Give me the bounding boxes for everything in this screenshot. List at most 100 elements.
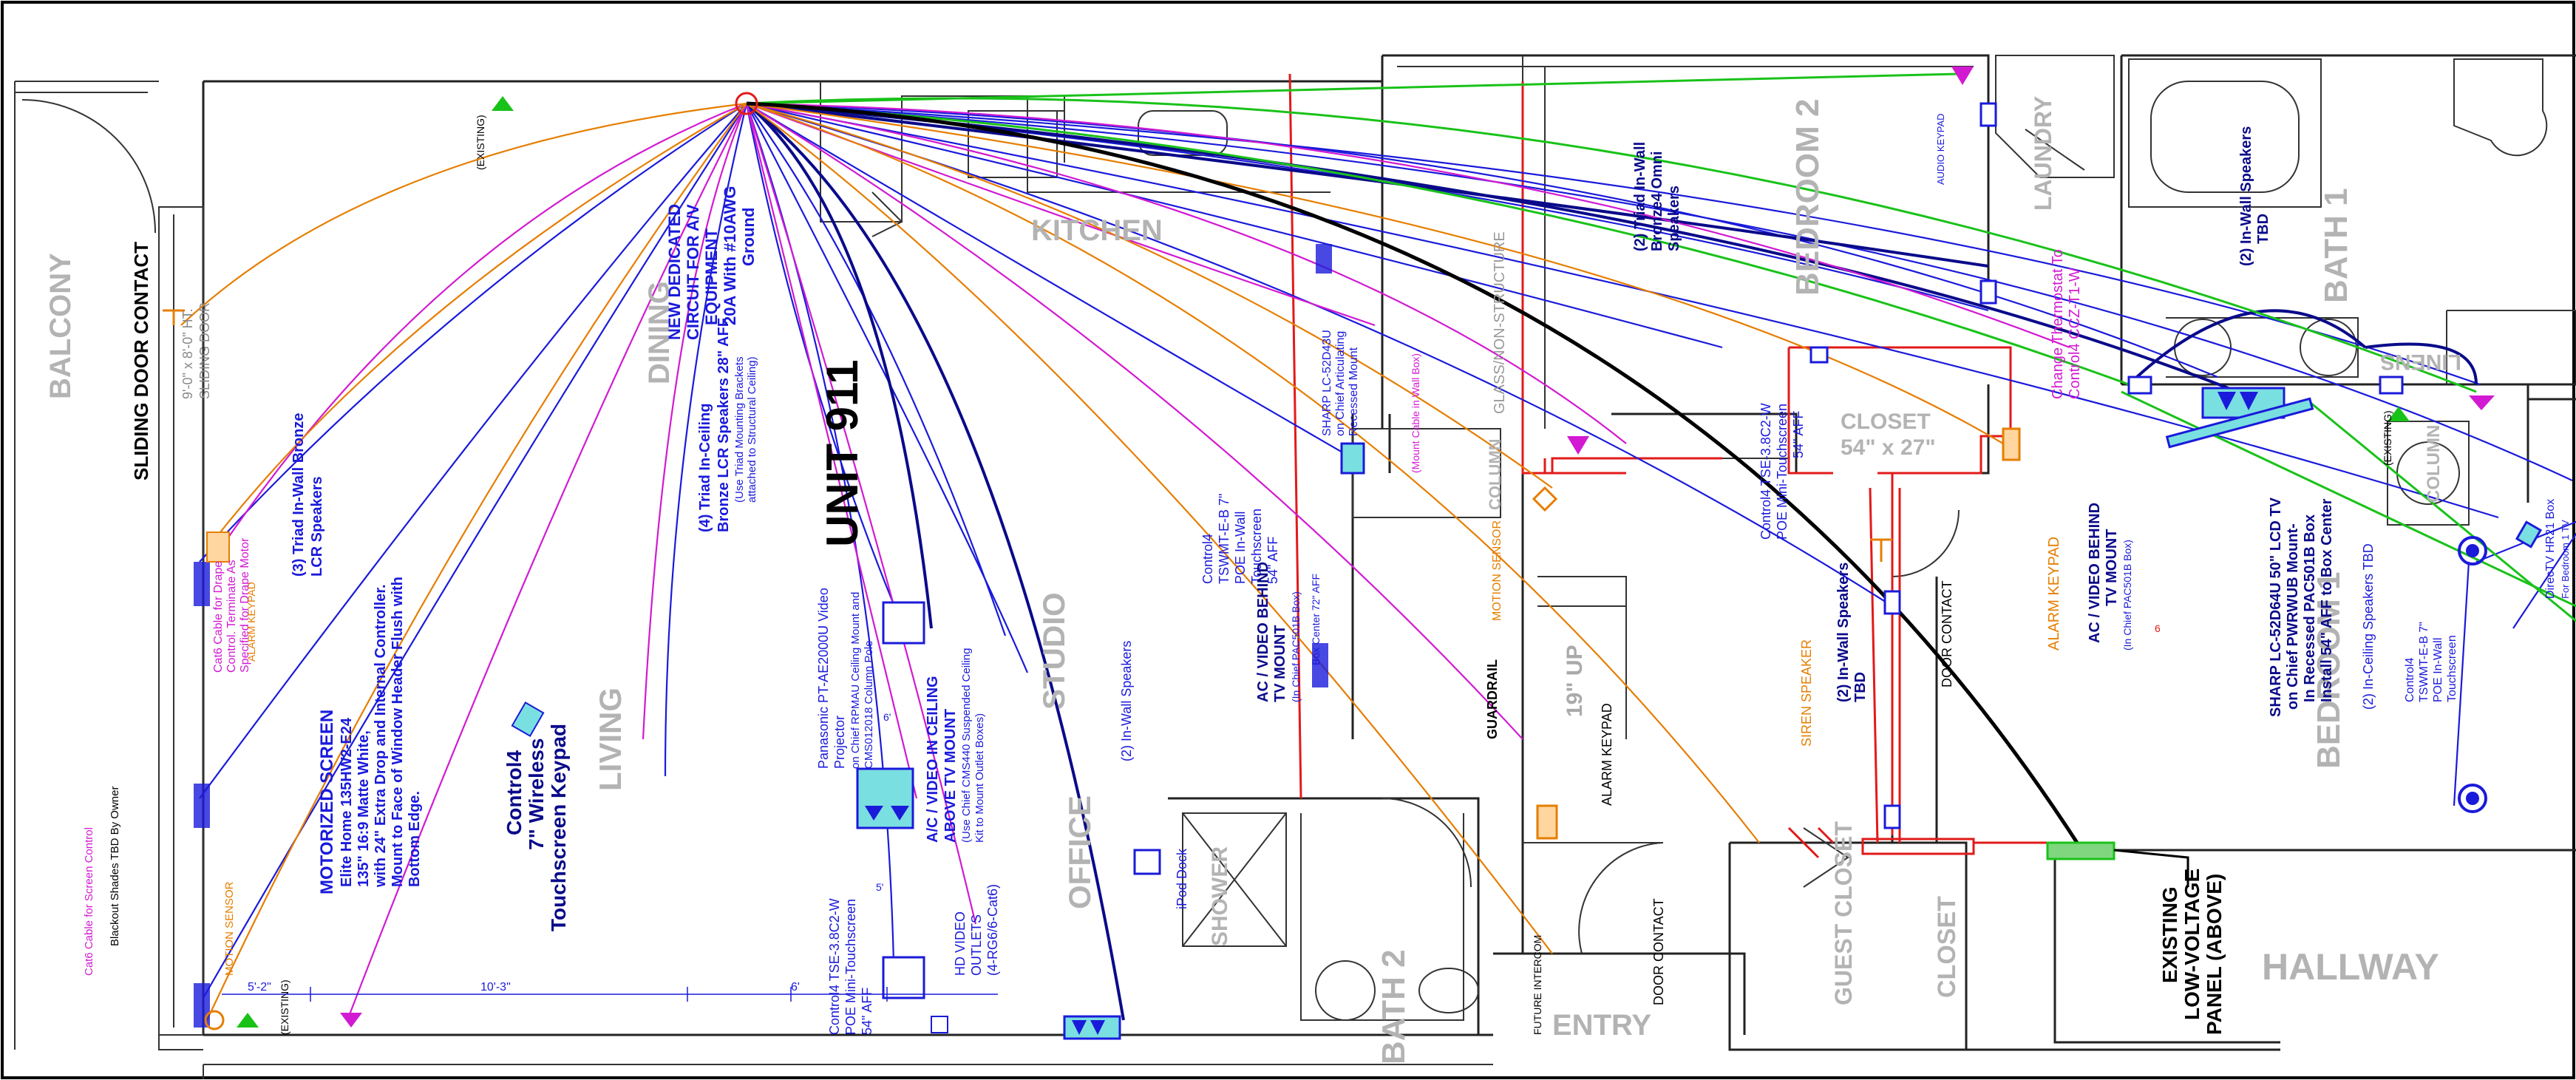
- room-column-2: COLUMN: [2424, 425, 2444, 503]
- note-projector-2: Projector: [832, 716, 847, 769]
- note-alarm-keypad-right: ALARM KEYPAD: [2046, 537, 2062, 651]
- note-av-ceiling-4: Kit to Mount Outlet Boxes): [973, 713, 986, 843]
- note-box-center: Box Center 72" AFF: [1310, 574, 1322, 665]
- room-closet-2: CLOSET: [1933, 896, 1961, 998]
- note-existing-panel-2: LOW-VOLTAGE: [2181, 869, 2203, 1020]
- note-cat6-screen: Cat6 Cable for Screen Control: [83, 827, 95, 976]
- note-glass-column: GLASS/NON-STRUCTURE: [1492, 231, 1508, 414]
- note-sharp-small-2: on Chief Articulating: [1334, 331, 1347, 436]
- note-sharp-small-1: SHARP LC-52D43U: [1321, 330, 1333, 436]
- room-labels: BALCONY DINING KITCHEN LIVING STUDIO OFF…: [44, 96, 2461, 1064]
- note-dedicated-5: Ground: [739, 208, 758, 266]
- note-tsm-3: POE In-Wall: [1233, 512, 1248, 584]
- note-triad-omni-3: Speakers: [1666, 186, 1682, 251]
- note-triad-ceiling-2: Bronze LCR Speakers 28" AFF: [716, 318, 732, 532]
- note-tse-mid-2: POE Mini-Touchscreen: [1775, 404, 1790, 540]
- note-tsm-2: TSWMT-E-B 7": [1217, 494, 1231, 584]
- note-future-intercom: FUTURE INTERCOM: [1532, 935, 1543, 1035]
- room-dining: DINING: [643, 281, 676, 384]
- room-living: LIVING: [593, 687, 628, 791]
- note-sharp-small-3: Recessed Mount: [1348, 347, 1360, 436]
- dim-1: 5'-2": [248, 981, 271, 994]
- note-tsm-1: Control4: [1200, 534, 1215, 584]
- room-office: OFFICE: [1062, 795, 1097, 909]
- note-dedicated-3: EQUIPMENT: [702, 228, 721, 325]
- note-motion-sensor-mid: MOTION SENSOR: [1491, 520, 1503, 621]
- dim-4: 5': [876, 881, 883, 893]
- note-dedicated-4: 20A With #10AWG: [721, 186, 739, 325]
- note-control4-2: 7" Wireless: [525, 738, 548, 850]
- note-projector-4: CMS012018 Column Pole: [863, 641, 875, 769]
- dim-5: 6': [883, 711, 891, 723]
- room-bedroom1: BEDROOM 1: [2311, 572, 2347, 769]
- room-guest-closet: GUEST CLOSET: [1830, 821, 1857, 1005]
- note-ipod-dock: iPod Dock: [1175, 848, 1189, 909]
- room-balcony: BALCONY: [44, 253, 77, 399]
- room-shower: SHOWER: [1208, 846, 1232, 946]
- note-dedicated-2: CIRCUIT FOR A/V: [684, 204, 702, 340]
- note-existing-panel-1: EXISTING: [2158, 886, 2181, 983]
- note-existing-2: (EXISTING): [279, 979, 290, 1035]
- note-existing-panel-3: PANEL (ABOVE): [2203, 874, 2226, 1035]
- note-guardrail: GUARDRAIL: [1485, 659, 1500, 739]
- note-av-tv-2: TV MOUNT: [1272, 625, 1288, 702]
- note-motion-sensor-left: MOTION SENSOR: [223, 881, 236, 976]
- room-closet-size: 54" x 27": [1841, 435, 1936, 460]
- dim-3: 6': [791, 981, 800, 994]
- note-av-tv-right-1: AC / VIDEO BEHIND: [2087, 503, 2103, 643]
- note-alarm-keypad-small: ALARM KEYPAD: [245, 582, 257, 662]
- note-inwall-bath-1: (2) In-Wall Speakers: [2238, 126, 2254, 266]
- room-laundry: LAUNDRY: [2030, 96, 2056, 211]
- note-motor-screen-3: 135" 16:9 Matte White,: [356, 730, 372, 887]
- note-audio-keypad: AUDIO KEYPAD: [1935, 113, 1946, 185]
- note-triad-ceiling-3: (Use Triad Mounting Brackets: [733, 356, 746, 503]
- note-tsm-right-2: TSWMT-E-B 7": [2418, 622, 2430, 702]
- electrical-circuits: [1288, 73, 2055, 859]
- room-column: COLUMN: [1486, 438, 1504, 510]
- note-projector-1: Panasonic PT-AE2000U Video: [816, 588, 831, 769]
- note-motor-screen-1: MOTORIZED SCREEN: [317, 710, 337, 894]
- note-sliding-door-label: SLIDING DOOR: [197, 302, 212, 399]
- note-av-tv-right-2: TV MOUNT: [2104, 529, 2120, 606]
- note-triad-ceiling-1: (4) Triad In-Ceiling: [697, 404, 713, 532]
- note-control4-1: Control4: [503, 750, 526, 835]
- wiring-runs: [180, 72, 2576, 1021]
- note-cat6-drape-3: Specified for Drape Motor: [239, 537, 251, 673]
- room-studio: STUDIO: [1036, 592, 1071, 710]
- note-motor-screen-2: Elite Home 135HW2-E24: [339, 717, 355, 887]
- note-tse-left-2: POE Mini-Touchscreen: [843, 899, 858, 1035]
- room-closet: CLOSET: [1841, 410, 1931, 434]
- note-tsm-right-1: Control4: [2404, 657, 2416, 702]
- note-tsm-5: 54" AFF: [1265, 537, 1280, 584]
- room-hallway: HALLWAY: [2262, 946, 2439, 988]
- note-triad-omni-1: (2) Triad In-Wall: [1632, 142, 1648, 251]
- note-triad-lcr-2: LCR Speakers: [309, 476, 325, 577]
- device-symbols: [163, 67, 2543, 1040]
- note-inceiling-tbd: (2) In-Ceiling Speakers TBD: [2361, 543, 2376, 710]
- note-inwall-tbd-1: (2) In-Wall Speakers: [1835, 563, 1852, 702]
- note-triad-ceiling-4: attached to Structural Ceiling): [746, 356, 758, 503]
- note-tsm-right-3: POE In-Wall: [2432, 638, 2444, 702]
- note-av-ceiling-1: A/C / VIDEO IN CEILING: [925, 676, 941, 843]
- note-inwall-studio: (2) In-Wall Speakers: [1119, 641, 1134, 761]
- note-door-contact-entry: DOOR CONTACT: [1651, 898, 1666, 1005]
- note-motor-screen-4: with 24" Extra Drop and Internal Control…: [373, 584, 389, 888]
- note-av-ceiling-3: (Use Chief CMS440 Suspended Ceiling: [960, 648, 973, 843]
- note-tse-left-1: Control4 TSE-3.8C2-W: [827, 898, 842, 1035]
- note-change-thermostat-1: Change Thermostat To: [2050, 249, 2066, 399]
- av-equipment-origin: [735, 92, 758, 115]
- note-hd-outlets-3: (4-RG6/6-Cat6): [985, 884, 1000, 976]
- room-entry: ENTRY: [1552, 1009, 1651, 1042]
- note-directv-1: DirecTV HR21 Box: [2544, 499, 2557, 599]
- number-6: 6: [2155, 622, 2161, 634]
- note-existing-1: (EXISTING): [475, 115, 486, 170]
- note-door-contact-mid: DOOR CONTACT: [1940, 580, 1954, 687]
- note-tse-mid-3: 54" AFF: [1791, 411, 1806, 458]
- note-sliding-door-dim: 9'-0" x 8'-0" HT.: [180, 308, 195, 399]
- note-tsm-4: Touchscreen: [1249, 509, 1264, 584]
- room-bath1: BATH 1: [2318, 188, 2354, 303]
- dim-2: 10'-3": [480, 981, 511, 994]
- note-triad-omni-2: Bronze4 Omni: [1649, 151, 1665, 251]
- note-av-tv-3: (In Chief PAC501B Box): [1290, 591, 1302, 702]
- note-control4-3: Touchscreen Keypad: [547, 724, 570, 931]
